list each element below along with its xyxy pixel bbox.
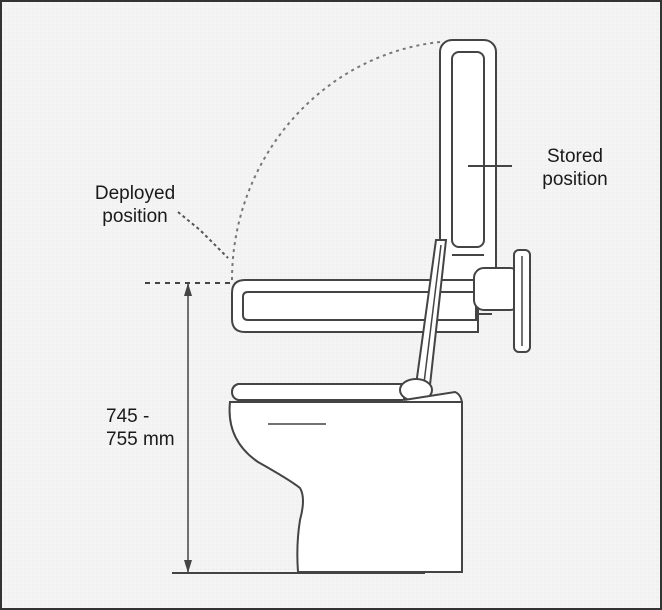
- deployed-label-line-2: position: [102, 206, 168, 227]
- wall-bracket: [473, 249, 531, 353]
- height-label-line-2: 755 mm: [106, 429, 175, 450]
- height-label-line-1: 745 -: [106, 406, 150, 427]
- toilet: [228, 378, 463, 573]
- height-arrow-top: [184, 283, 192, 296]
- stored-label-line-1: Stored: [547, 146, 603, 167]
- height-arrow-bottom: [184, 560, 192, 573]
- stored-label-line-2: position: [542, 169, 608, 190]
- deployed-rail: [231, 279, 492, 333]
- stored-position-label: Stored position: [520, 145, 630, 191]
- height-dimension-label: 745 - 755 mm: [106, 405, 196, 451]
- deployed-pointer: [177, 211, 229, 259]
- deployed-position-label: Deployed position: [60, 182, 210, 228]
- deployed-label-line-1: Deployed: [94, 183, 176, 204]
